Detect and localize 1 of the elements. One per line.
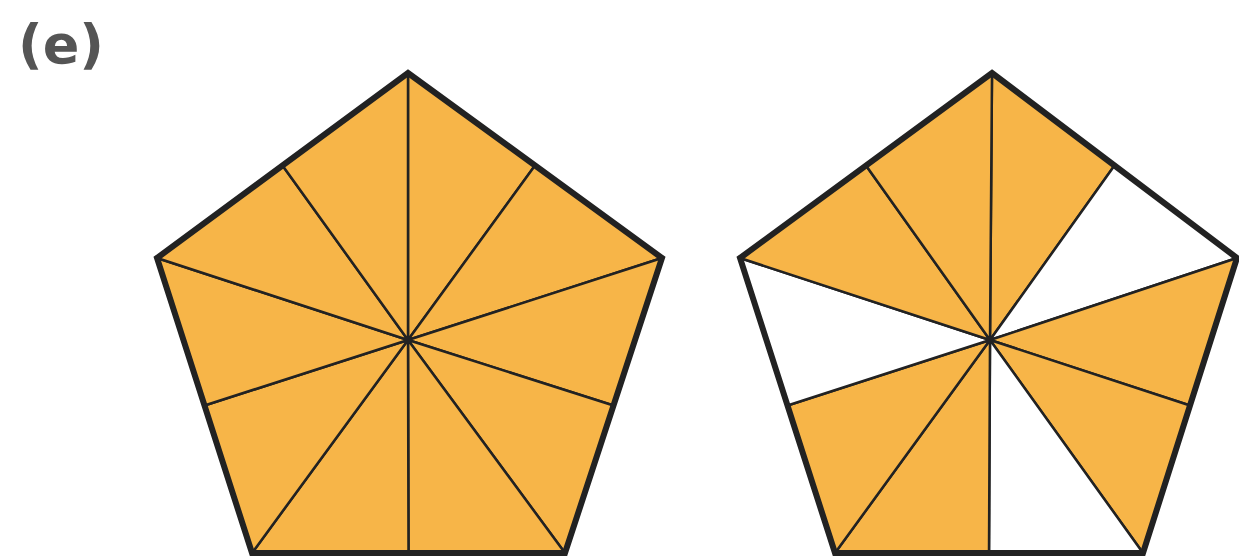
- panel-label: (e): [18, 18, 104, 72]
